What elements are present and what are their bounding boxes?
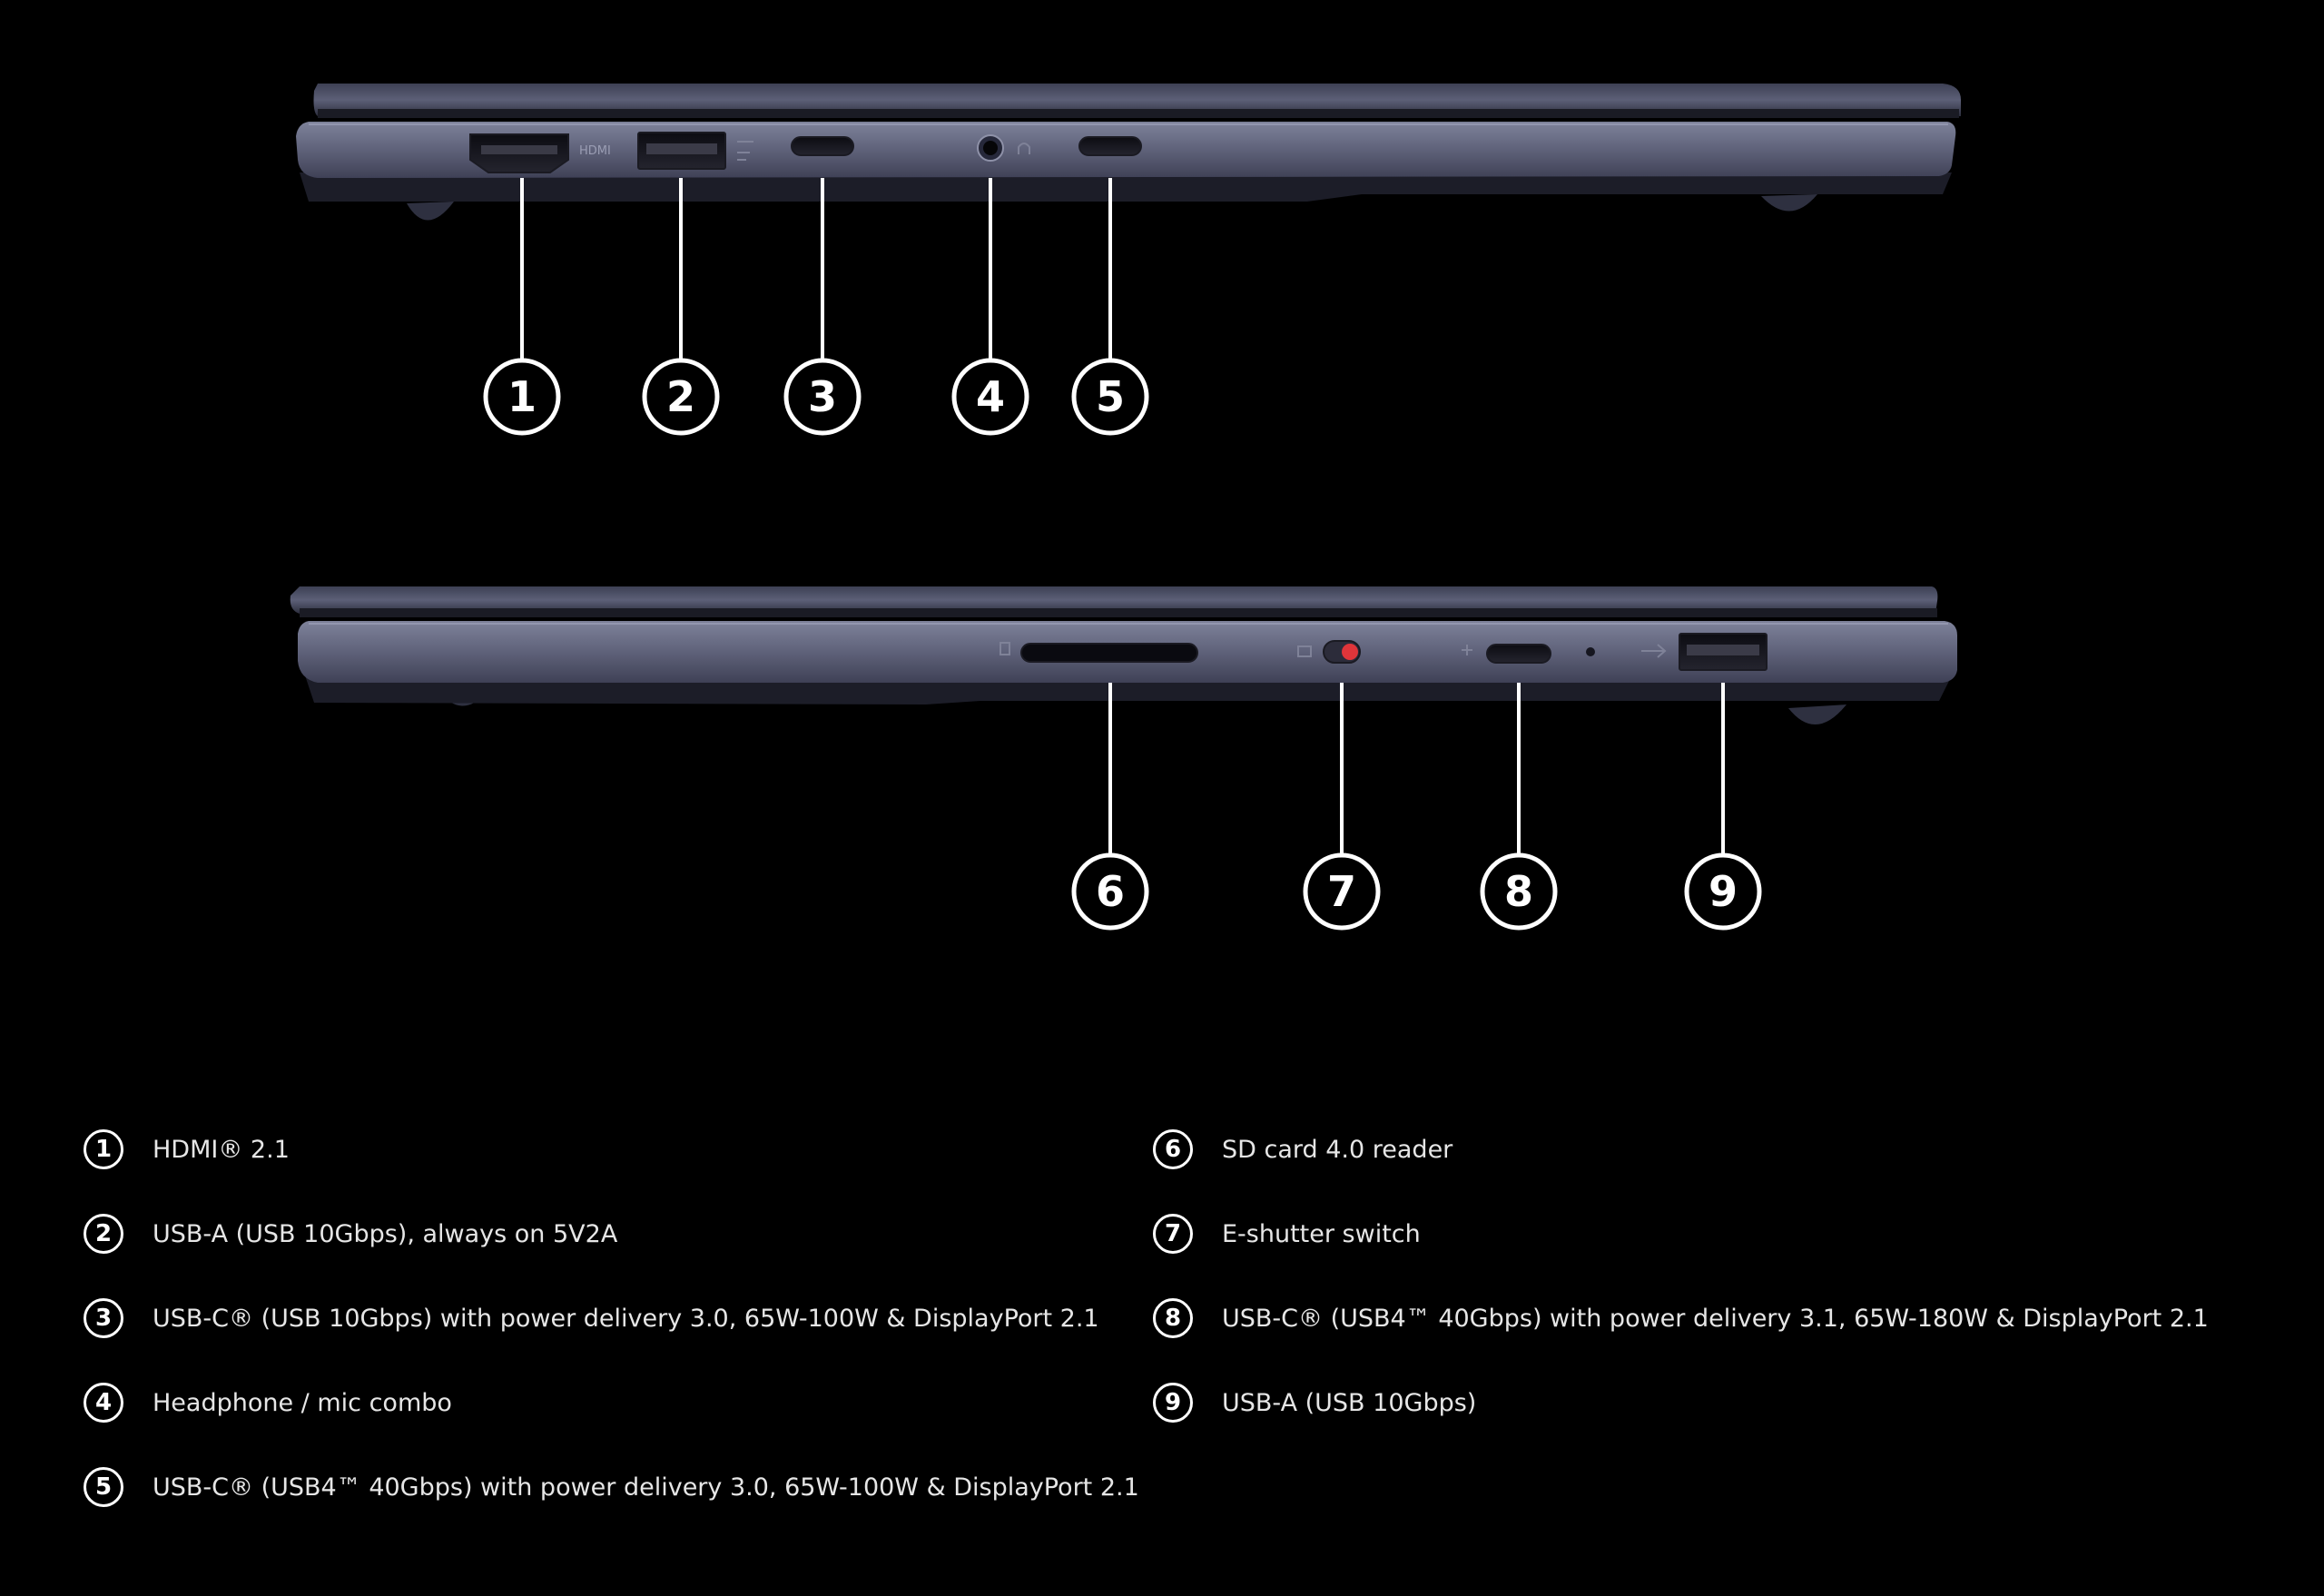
callout-badge xyxy=(1071,852,1149,931)
usb4-port xyxy=(1078,136,1142,156)
bottom-shell xyxy=(300,172,1952,202)
audio-jack xyxy=(977,134,1030,162)
callout-number: 3 xyxy=(808,372,837,421)
callout-number: 1 xyxy=(507,372,537,421)
status-led xyxy=(1586,647,1595,656)
callout-badge xyxy=(1480,852,1558,931)
camera-icon xyxy=(1297,645,1312,657)
callout-badge xyxy=(642,358,720,436)
headphone-icon xyxy=(1018,143,1030,154)
callout-number: 2 xyxy=(666,372,695,421)
callout-number: 5 xyxy=(1096,372,1125,421)
lid-gap xyxy=(300,608,1937,617)
lid xyxy=(290,586,1938,614)
callout-badge xyxy=(1684,852,1762,931)
hdmi-port: HDMI xyxy=(469,133,611,173)
callout-number: 8 xyxy=(1504,867,1533,916)
power-delivery-icon xyxy=(1462,645,1472,655)
callout-badge xyxy=(1071,358,1149,436)
sd-card-slot xyxy=(1000,642,1198,663)
usb-ss-icon xyxy=(1641,644,1667,658)
callout-number: 4 xyxy=(976,372,1005,421)
lid xyxy=(313,84,1961,116)
hdmi-print-label: HDMI xyxy=(579,144,611,158)
callout-badge xyxy=(783,358,862,436)
lid-gap xyxy=(318,109,1959,118)
callouts: 1 2 3 4 5 6 7 8 9 xyxy=(483,178,1762,931)
usb-a-port xyxy=(1641,633,1768,671)
rubber-foot xyxy=(1761,194,1817,212)
laptop-right-side xyxy=(290,586,1957,725)
usb-c-port xyxy=(791,136,854,156)
e-shutter-switch xyxy=(1297,640,1361,664)
usb-a-port xyxy=(637,132,753,170)
callout-number: 7 xyxy=(1327,867,1356,916)
callout-badge xyxy=(1303,852,1381,931)
laptop-left-side: HDMI xyxy=(296,84,1961,221)
usb4-port xyxy=(1462,644,1551,664)
callout-badge xyxy=(483,358,561,436)
rubber-foot xyxy=(407,202,454,221)
callout-number: 6 xyxy=(1096,867,1125,916)
callout-badge xyxy=(951,358,1029,436)
callout-number: 9 xyxy=(1709,867,1738,916)
usb-ss-icon xyxy=(737,141,753,161)
sd-card-icon xyxy=(1000,642,1010,655)
rubber-foot xyxy=(1788,704,1846,725)
